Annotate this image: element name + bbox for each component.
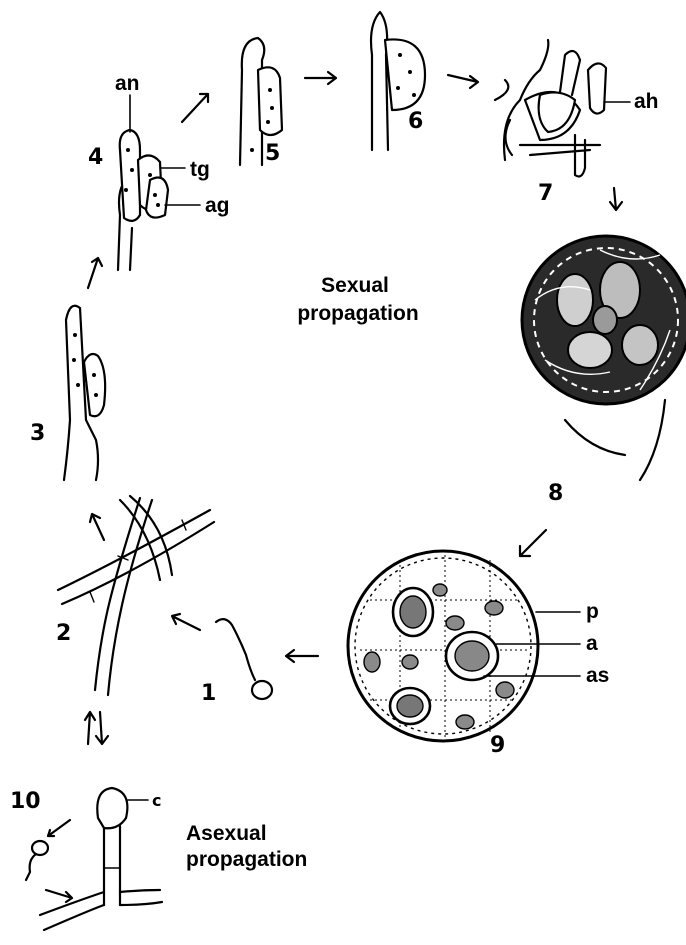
label-ah: ah xyxy=(634,90,659,113)
stage-number-3: 3 xyxy=(30,421,45,446)
stage-8-fruiting-body xyxy=(522,236,686,480)
arrow-6-to-7 xyxy=(448,75,478,88)
double-arrow-2-10 xyxy=(85,712,108,744)
stage-4-gametangia xyxy=(118,95,200,270)
stage-number-5: 5 xyxy=(265,141,280,166)
stage-number-4: 4 xyxy=(88,145,103,170)
label-p: p xyxy=(586,600,599,623)
asexual-title-line2: propagation xyxy=(186,848,307,871)
stage-3 xyxy=(64,306,105,480)
stage-number-7: 7 xyxy=(538,181,553,206)
arrow-2-to-3 xyxy=(90,514,104,540)
arrow-3-to-4 xyxy=(88,258,102,288)
arrow-4-to-5 xyxy=(182,94,208,122)
label-an: an xyxy=(115,72,140,95)
stage-9-section xyxy=(348,551,580,741)
stage-number-6: 6 xyxy=(408,109,423,134)
arrow-9-to-1 xyxy=(286,650,318,662)
arrow-7-to-8 xyxy=(610,188,622,210)
stage-number-8: 8 xyxy=(548,481,563,506)
label-a: a xyxy=(586,632,598,655)
label-tg: tg xyxy=(190,158,210,181)
stage-2-mycelium xyxy=(58,496,214,695)
label-c: c xyxy=(152,791,161,810)
arrow-1-to-2 xyxy=(172,614,200,630)
stage-number-10: 10 xyxy=(10,789,41,814)
asexual-title-line1: Asexual xyxy=(186,822,267,845)
arrow-5-to-6 xyxy=(305,72,336,84)
label-ag: ag xyxy=(205,194,230,217)
arrow-8-to-9 xyxy=(520,530,546,556)
stage-7 xyxy=(495,40,630,176)
label-as: as xyxy=(586,664,609,687)
stage-number-1: 1 xyxy=(201,681,216,706)
stage-number-9: 9 xyxy=(490,733,505,758)
stage-1-spore xyxy=(216,619,272,699)
stage-10-conidiophore xyxy=(26,788,162,930)
center-title-line2: propagation xyxy=(297,302,418,325)
stage-number-2: 2 xyxy=(56,621,71,646)
center-title-line1: Sexual xyxy=(321,274,389,297)
